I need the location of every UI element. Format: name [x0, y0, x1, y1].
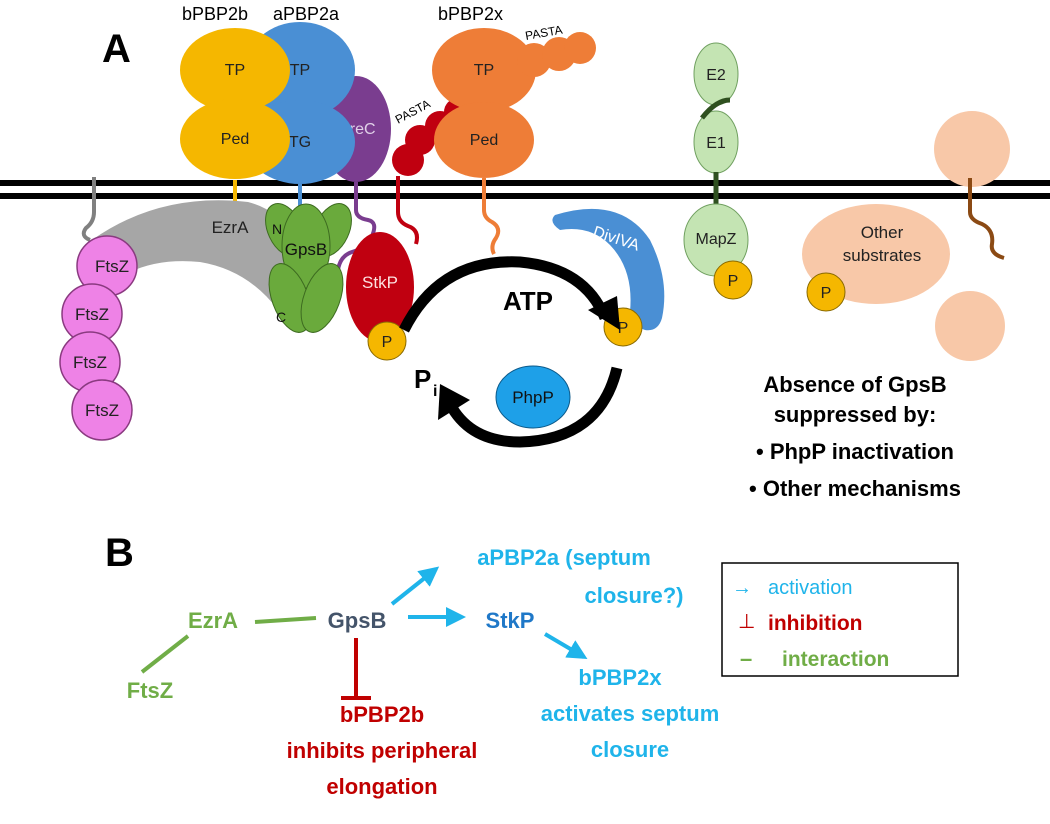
ezra-ftsz-interaction [140, 634, 190, 674]
legend-inhibition-label: inhibition [768, 612, 862, 635]
note-bullet-1: • PhpP inactivation [756, 439, 954, 464]
ftsz-node: FtsZ [127, 678, 173, 703]
apbp2a-node-line-2: closure?) [584, 583, 683, 608]
other-substrate-circle [935, 291, 1005, 361]
divIVA-phosphate-label: P [618, 320, 629, 337]
e1-label: E1 [706, 135, 726, 152]
stkp-node: StkP [486, 608, 535, 633]
note-line-1: Absence of GpsB [763, 372, 946, 397]
bpbp2x-node-line-3: closure [591, 737, 669, 762]
ftsz-filament: FtsZ FtsZ FtsZ FtsZ [59, 235, 138, 441]
bpbp2x-ped-label: Ped [470, 132, 498, 149]
pi-label: P [414, 364, 431, 394]
bpbp2x-node-line-1: bPBP2x [578, 665, 662, 690]
phosphorylation-cycle: ATP P i [399, 256, 623, 448]
gpsb-node: GpsB [328, 608, 387, 633]
bpbp2b-ped-label: Ped [221, 131, 249, 148]
bpbp2x-pasta-label: PASTA [524, 23, 563, 43]
activation-arrows [390, 566, 588, 660]
panel-b-label: B [105, 531, 134, 575]
gpsb-bpbp2b-inhibition [341, 638, 371, 700]
legend-activation-label: activation [768, 577, 853, 599]
legend-box [721, 562, 959, 677]
bpbp2x-node-line-2: activates septum [541, 701, 720, 726]
e2-label: E2 [706, 67, 726, 84]
panel-a: A MreC TP TG TP Ped bPBP2b aPBP2a [0, 4, 1050, 501]
stkp-protein [346, 232, 414, 342]
gpsb-protein: GpsB N C [265, 203, 352, 333]
panel-a-label: A [102, 27, 131, 71]
ezra-node: EzrA [188, 608, 238, 633]
phpp-protein [495, 365, 571, 429]
bpbp2b-protein: TP Ped [180, 28, 290, 179]
bpbp2b-tp-label: TP [225, 62, 245, 79]
ftsz-label-4: FtsZ [85, 401, 119, 420]
apbp2a-tg-label: TG [289, 134, 311, 151]
stkp-bpbp2x-activation [543, 632, 588, 660]
gpsb-label: GpsB [285, 240, 328, 259]
ezra-label: EzrA [212, 218, 250, 237]
bpbp2b-node-line-2: inhibits peripheral [287, 738, 478, 763]
ftsz-label-2: FtsZ [75, 305, 109, 324]
legend-interaction-label: interaction [782, 648, 889, 671]
stkp-label: StkP [362, 273, 398, 292]
membrane [0, 180, 1050, 199]
ftsz-label-1: FtsZ [95, 257, 129, 276]
ezra-gpsb-interaction [254, 616, 317, 624]
phpp-label: PhpP [512, 388, 554, 407]
other-substrate-extracellular [934, 111, 1010, 187]
panel-b: B EzrA FtsZ GpsB StkP aPBP2a (septum clo… [105, 531, 959, 799]
bpbp2x-protein: TP Ped PASTA [432, 23, 596, 178]
gpsb-apbp2a-activation [390, 566, 440, 606]
stkp-phosphate [367, 321, 407, 361]
bpbp2x-tp-label: TP [474, 62, 494, 79]
other-substrates-phosphate-label: P [821, 285, 832, 302]
legend-interaction-symbol: – [740, 646, 752, 671]
note-bullet-2: • Other mechanisms [749, 476, 961, 501]
mapz-extracellular: E2 E1 [693, 42, 739, 174]
other-substrates-phosphate [806, 272, 846, 312]
apbp2a-tp-label: TP [290, 62, 310, 79]
bpbp2b-name: bPBP2b [182, 4, 248, 24]
other-substrates-label-1: Other [861, 223, 904, 242]
ftsz-label-3: FtsZ [73, 353, 107, 372]
mapz-phosphate [713, 260, 753, 300]
gpsb-c-terminus-label: C [276, 309, 286, 325]
apbp2a-name: aPBP2a [273, 4, 340, 24]
legend: → activation ⊥ inhibition – interaction [721, 562, 959, 677]
ezra-protein [92, 200, 288, 310]
mapz-phosphate-label: P [728, 273, 739, 290]
pi-subscript: i [433, 383, 437, 400]
note-line-2: suppressed by: [774, 402, 937, 427]
suppression-note: Absence of GpsB suppressed by: • PhpP in… [749, 372, 961, 501]
gpsb-n-terminus-label: N [272, 221, 282, 237]
divIVA-protein [552, 208, 665, 331]
stkp-phosphate-label: P [382, 334, 393, 351]
legend-inhibition-symbol: ⊥ [738, 611, 755, 633]
mapz-label: MapZ [696, 231, 737, 248]
bpbp2b-node-line-1: bPBP2b [340, 702, 424, 727]
bpbp2b-node-line-3: elongation [326, 774, 437, 799]
other-substrates-label-2: substrates [843, 246, 921, 265]
apbp2a-node-line-1: aPBP2a (septum [477, 545, 651, 570]
legend-activation-symbol: → [732, 577, 752, 599]
bpbp2x-name: bPBP2x [438, 4, 503, 24]
atp-label: ATP [503, 286, 553, 316]
